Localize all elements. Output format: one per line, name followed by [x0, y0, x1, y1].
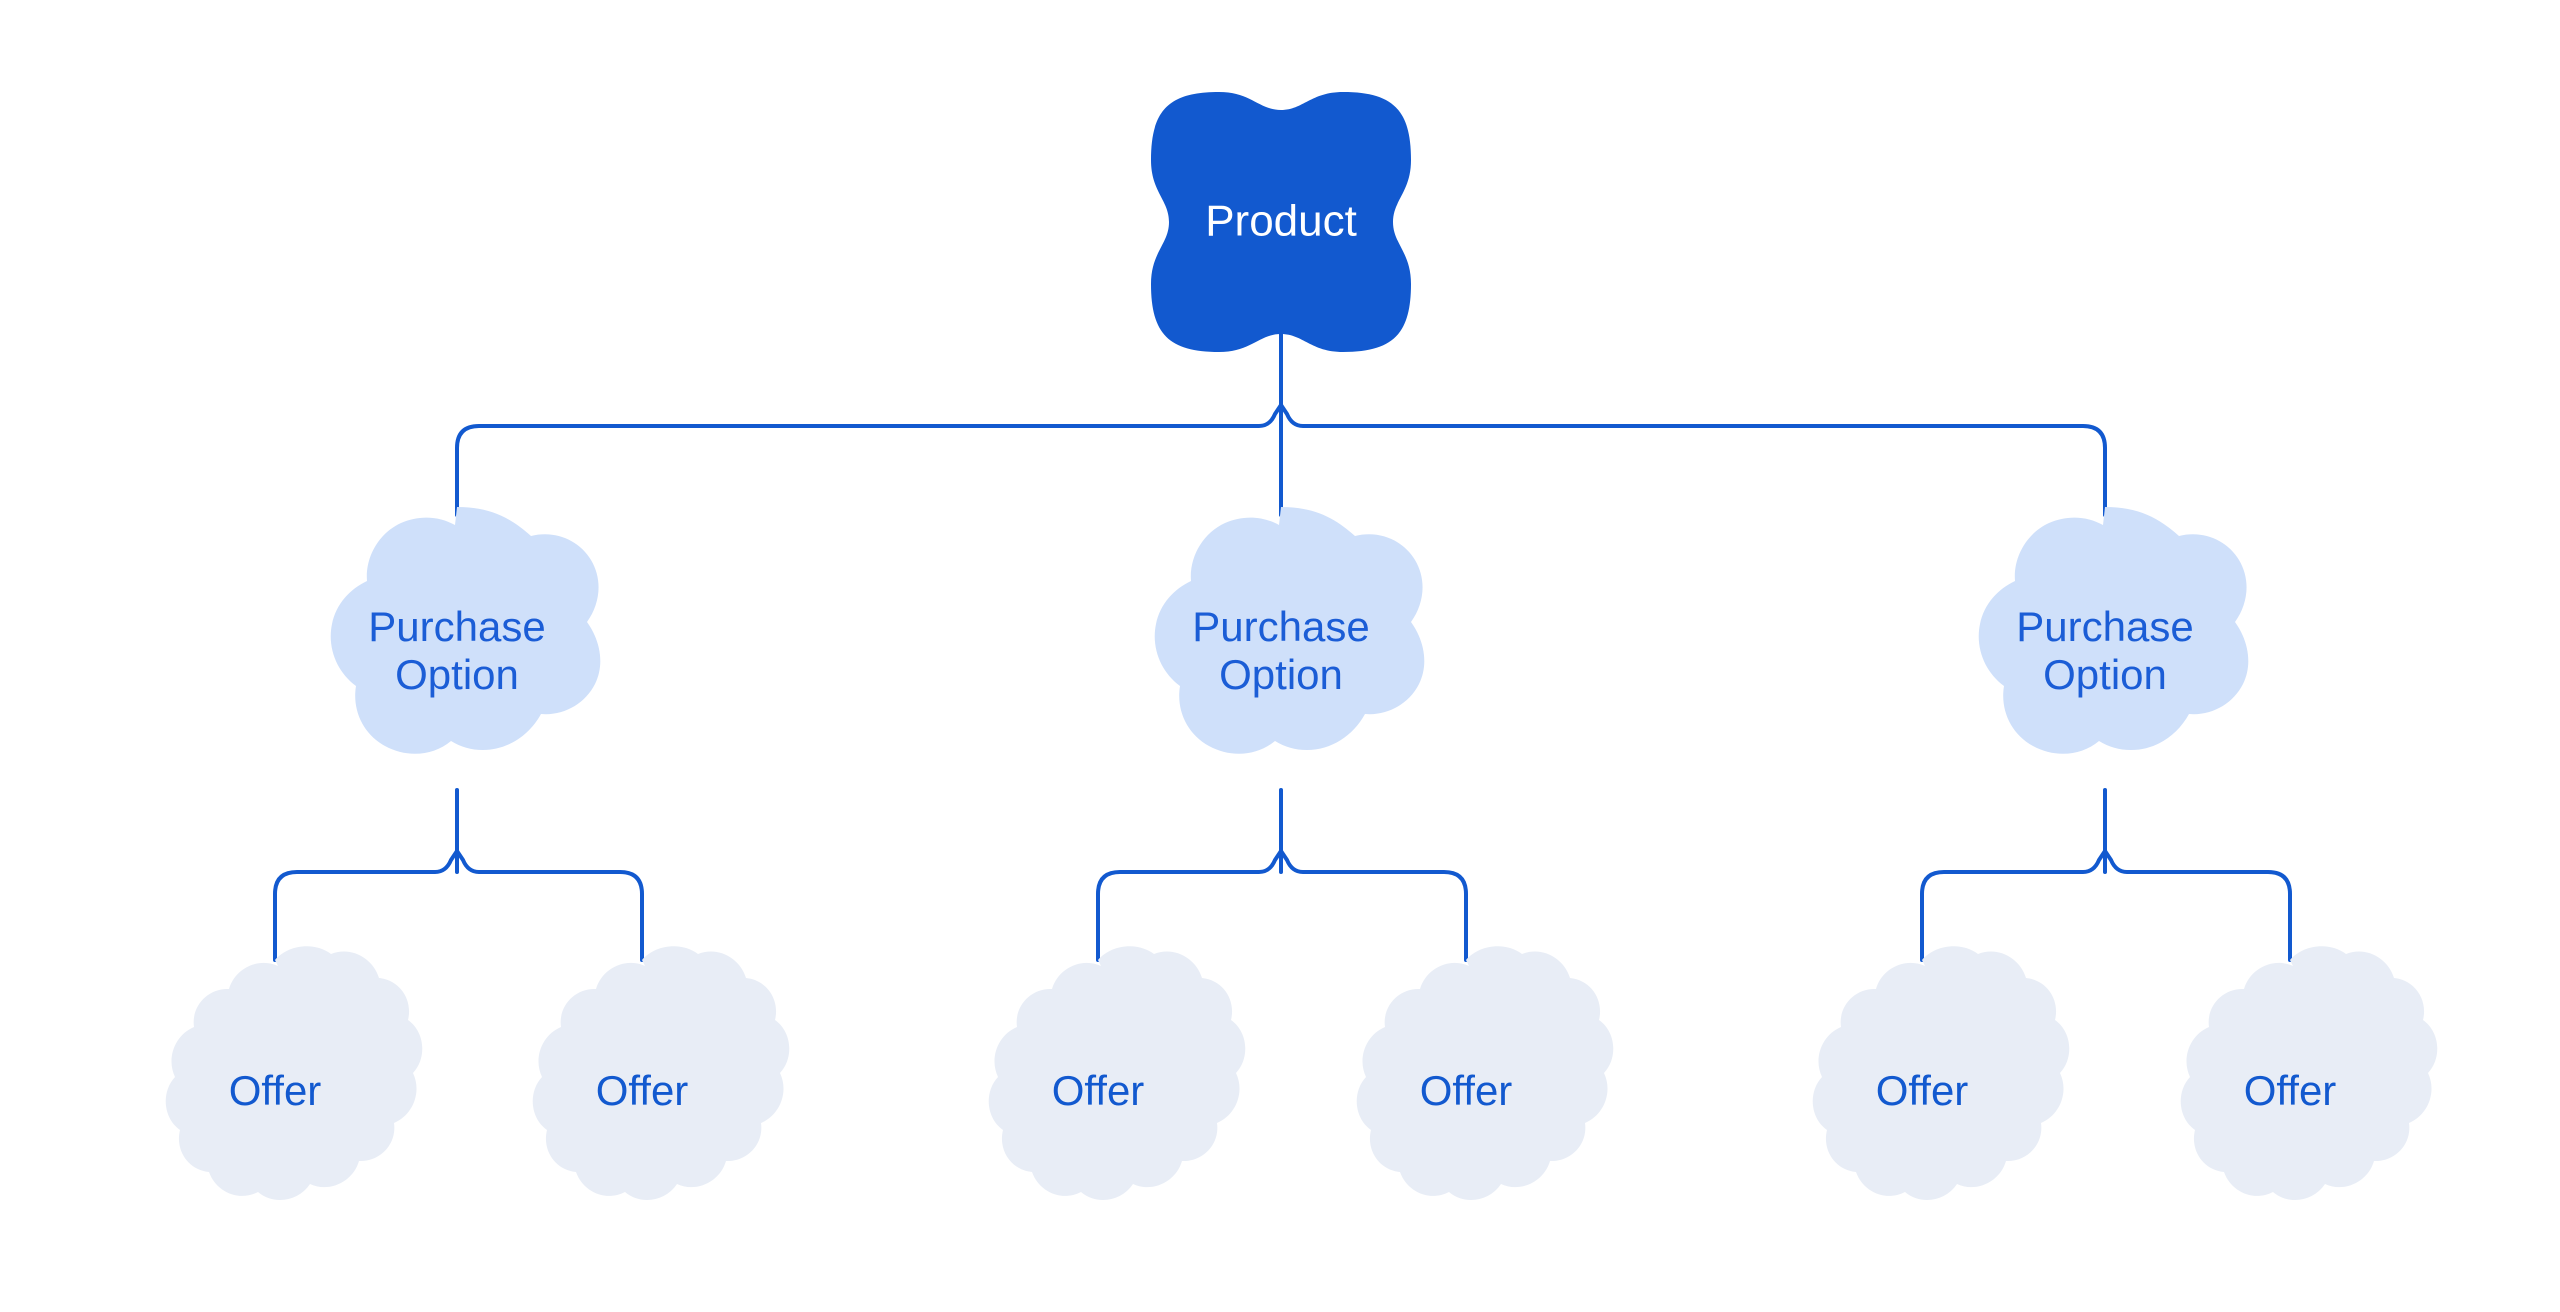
purchase-option-node[interactable]: Purchase Option	[1154, 507, 1425, 754]
connector-root-to-option-1	[455, 403, 1283, 517]
purchase-option-label-line2: Option	[2043, 651, 2167, 698]
purchase-option-label-line1: Purchase	[1192, 603, 1369, 650]
offer-label: Offer	[2244, 1067, 2337, 1114]
offer-node[interactable]: Offer	[988, 946, 1246, 1200]
purchase-option-nodes: Purchase Option Purchase Option Purchase…	[330, 507, 2249, 754]
purchase-option-label-line1: Purchase	[2016, 603, 2193, 650]
product-label: Product	[1205, 197, 1357, 246]
offer-node[interactable]: Offer	[1812, 946, 2070, 1200]
connector-group	[273, 325, 2292, 962]
connector-root-to-option-3	[1279, 403, 2107, 517]
offer-label: Offer	[1420, 1067, 1513, 1114]
connector-option-3-to-offer-2	[2103, 849, 2292, 962]
offer-label: Offer	[1876, 1067, 1969, 1114]
connector-option-1-to-offer-2	[455, 849, 644, 962]
connector-option-1-to-offer-1	[273, 849, 459, 962]
offer-label: Offer	[229, 1067, 322, 1114]
offer-node[interactable]: Offer	[165, 946, 423, 1200]
offer-node[interactable]: Offer	[2180, 946, 2438, 1200]
purchase-option-node[interactable]: Purchase Option	[330, 507, 601, 754]
purchase-option-node[interactable]: Purchase Option	[1978, 507, 2249, 754]
offer-label: Offer	[1052, 1067, 1145, 1114]
purchase-option-label-line1: Purchase	[368, 603, 545, 650]
connector-option-2-to-offer-1	[1096, 849, 1283, 962]
purchase-option-label-line2: Option	[395, 651, 519, 698]
offer-node[interactable]: Offer	[1356, 946, 1614, 1200]
connector-option-2-to-offer-2	[1279, 849, 1468, 962]
offer-label: Offer	[596, 1067, 689, 1114]
connector-option-3-to-offer-1	[1920, 849, 2107, 962]
offer-nodes: Offer Offer Offer Offer Offer Offer	[165, 946, 2438, 1200]
offer-node[interactable]: Offer	[532, 946, 790, 1200]
product-node[interactable]: Product	[1151, 92, 1411, 352]
purchase-option-label-line2: Option	[1219, 651, 1343, 698]
